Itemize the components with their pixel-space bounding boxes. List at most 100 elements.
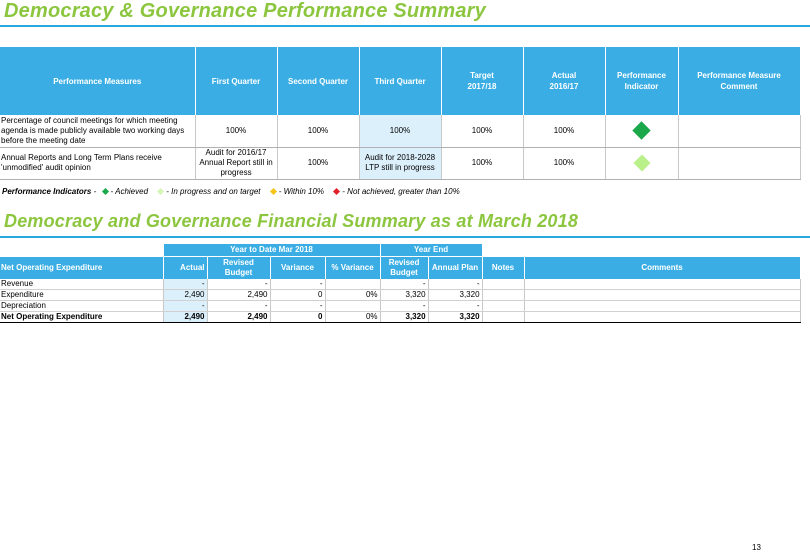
fin-plan-cell: 3,320 (428, 289, 483, 301)
legend-dash: - (93, 187, 97, 196)
fin-group-header-row: Year to Date Mar 2018 Year End (0, 244, 801, 257)
financial-title-rule (0, 236, 810, 238)
actual-cell: 100% (523, 115, 606, 148)
legend-item-within: - Within 10% (278, 187, 325, 196)
fin-label-cell: Expenditure (0, 289, 164, 301)
ytd-group-header: Year to Date Mar 2018 (163, 244, 381, 257)
fin-ye-budget-cell: 3,320 (380, 311, 429, 323)
fin-header-notes: Notes (482, 256, 525, 279)
fin-actual-cell: - (163, 279, 208, 290)
performance-legend: Performance Indicators - - Achieved - In… (2, 187, 460, 196)
fin-variance-cell: - (270, 300, 326, 312)
fin-pct-cell (325, 300, 381, 312)
fin-comments-cell (524, 279, 801, 290)
indicator-cell (605, 115, 679, 148)
fin-group-blank (482, 244, 525, 257)
fin-header-ye-revised-budget: Revised Budget (380, 256, 429, 279)
perf-header-row: Performance Measures First Quarter Secon… (0, 47, 801, 115)
fin-header-pct-variance: % Variance (325, 256, 381, 279)
legend-item-achieved: - Achieved (110, 187, 149, 196)
fin-budget-cell: 2,490 (207, 311, 271, 323)
q1-cell: Audit for 2016/17 Annual Report still in… (195, 147, 278, 180)
fin-notes-cell (482, 279, 525, 290)
q2-cell: 100% (277, 147, 360, 180)
fin-budget-cell: 2,490 (207, 289, 271, 301)
perf-header-q1: First Quarter (195, 47, 278, 115)
q1-cell: 100% (195, 115, 278, 148)
fin-actual-cell: - (163, 300, 208, 312)
fin-ye-budget-cell: - (380, 300, 429, 312)
q3-cell: 100% (359, 115, 442, 148)
fin-plan-cell: - (428, 279, 483, 290)
q2-cell: 100% (277, 115, 360, 148)
not-achieved-legend-icon (333, 188, 341, 196)
performance-title: Democracy & Governance Performance Summa… (4, 0, 486, 22)
fin-pct-cell: 0% (325, 289, 381, 301)
fin-notes-cell (482, 300, 525, 312)
fin-actual-cell: 2,490 (163, 289, 208, 301)
financial-title: Democracy and Governance Financial Summa… (4, 211, 579, 231)
fin-header-variance: Variance (270, 256, 326, 279)
fin-header-actual: Actual (163, 256, 208, 279)
table-row: Percentage of council meetings for which… (0, 115, 801, 148)
financial-table: Year to Date Mar 2018 Year End Net Opera… (0, 244, 801, 323)
fin-budget-cell: - (207, 300, 271, 312)
fin-ye-budget-cell: - (380, 279, 429, 290)
perf-header-q2: Second Quarter (277, 47, 360, 115)
page-number: 13 (752, 543, 761, 552)
fin-label-cell: Net Operating Expenditure (0, 311, 164, 323)
fin-header-revised-budget: Revised Budget (207, 256, 271, 279)
table-row: Revenue - - - - - (0, 279, 801, 290)
fin-label-cell: Depreciation (0, 300, 164, 312)
legend-item-in-progress: - In progress and on target (166, 187, 261, 196)
fin-pct-cell (325, 279, 381, 290)
fin-header-label: Net Operating Expenditure (0, 256, 164, 279)
table-row: Expenditure 2,490 2,490 0 0% 3,320 3,320 (0, 289, 801, 301)
perf-header-actual: Actual 2016/17 (523, 47, 606, 115)
fin-header-annual-plan: Annual Plan (428, 256, 483, 279)
perf-header-indicator: Performance Indicator (605, 47, 679, 115)
table-row: Depreciation - - - - - (0, 300, 801, 312)
comment-cell (678, 147, 801, 180)
q3-cell: Audit for 2018-2028 LTP still in progres… (359, 147, 442, 180)
year-end-group-header: Year End (380, 244, 483, 257)
fin-variance-cell: 0 (270, 311, 326, 323)
comment-cell (678, 115, 801, 148)
fin-group-blank (524, 244, 801, 257)
fin-header-row: Net Operating Expenditure Actual Revised… (0, 256, 801, 279)
fin-comments-cell (524, 311, 801, 323)
legend-label: Performance Indicators (2, 187, 92, 196)
performance-table: Performance Measures First Quarter Secon… (0, 47, 801, 180)
fin-notes-cell (482, 289, 525, 301)
fin-ye-budget-cell: 3,320 (380, 289, 429, 301)
perf-header-measures: Performance Measures (0, 47, 196, 115)
target-cell: 100% (441, 115, 524, 148)
indicator-cell (605, 147, 679, 180)
fin-comments-cell (524, 300, 801, 312)
in-progress-diamond-icon (633, 154, 650, 172)
fin-budget-cell: - (207, 279, 271, 290)
in-progress-legend-icon (157, 188, 165, 196)
fin-plan-cell: - (428, 300, 483, 312)
fin-plan-cell: 3,320 (428, 311, 483, 323)
fin-notes-cell (482, 311, 525, 323)
total-row: Net Operating Expenditure 2,490 2,490 0 … (0, 311, 801, 323)
perf-header-comment: Performance Measure Comment (678, 47, 801, 115)
fin-actual-cell: 2,490 (163, 311, 208, 323)
perf-header-target: Target 2017/18 (441, 47, 524, 115)
within-legend-icon (269, 188, 277, 196)
fin-group-blank (0, 244, 164, 257)
measure-cell: Percentage of council meetings for which… (0, 115, 196, 148)
measure-cell: Annual Reports and Long Term Plans recei… (0, 147, 196, 180)
achieved-diamond-icon (632, 121, 651, 140)
target-cell: 100% (441, 147, 524, 180)
actual-cell: 100% (523, 147, 606, 180)
fin-variance-cell: 0 (270, 289, 326, 301)
perf-header-q3: Third Quarter (359, 47, 442, 115)
legend-item-not-achieved: - Not achieved, greater than 10% (342, 187, 460, 196)
title-rule (0, 25, 810, 27)
fin-label-cell: Revenue (0, 279, 164, 290)
table-row: Annual Reports and Long Term Plans recei… (0, 147, 801, 180)
fin-header-comments: Comments (524, 256, 801, 279)
fin-comments-cell (524, 289, 801, 301)
